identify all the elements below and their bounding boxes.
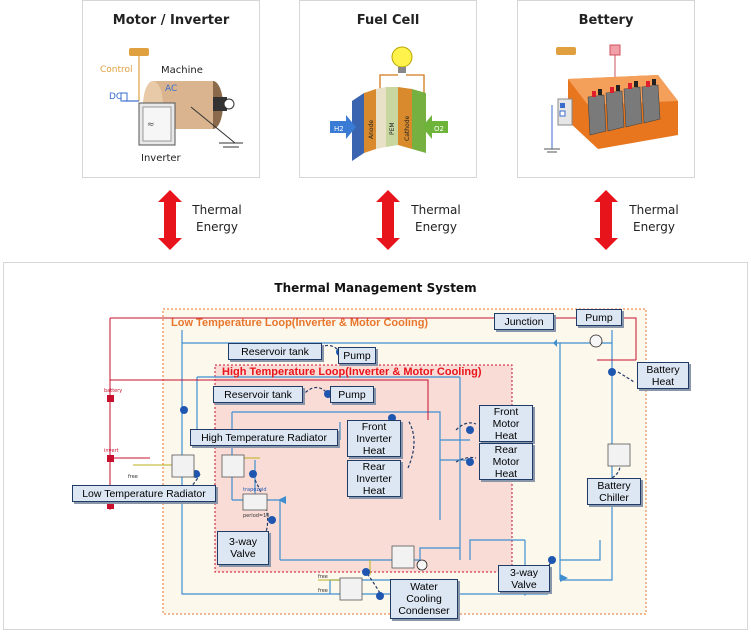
control-label: Control (100, 65, 133, 75)
thermal-left-line2: Energy (195, 220, 238, 234)
front-inverter-line3: Heat (362, 444, 386, 457)
condenser-line2: Cooling (406, 593, 442, 605)
svg-text:≈: ≈ (147, 120, 155, 130)
junction[interactable]: Junction (494, 313, 554, 330)
motor-inverter-title: Motor / Inverter (112, 13, 230, 28)
valve-right-line2: Valve (511, 578, 537, 591)
front-inverter-line2: Inverter (356, 432, 392, 445)
thermal-arrows (158, 190, 618, 250)
battery-illustration (544, 44, 678, 153)
battery-heat-line1: Battery (646, 363, 680, 376)
reservoir-tank-low[interactable]: Reservoir tank (228, 343, 322, 360)
o2-label: O2 (434, 125, 444, 133)
fuel-cell-panel: Fuel Cell H2 O2 Anode PEM Cathode (299, 0, 477, 178)
thermal-arrow-left (158, 190, 182, 250)
rear-inverter-line1: Rear (362, 460, 386, 473)
thermal-energy-right: Thermal Energy (624, 202, 684, 236)
rear-motor-line2: Motor (492, 455, 520, 468)
thermal-right-line2: Energy (632, 220, 675, 234)
dc-label: DC (109, 92, 122, 102)
ac-label: AC (165, 84, 177, 94)
condenser-line3: Condenser (398, 605, 450, 617)
thermal-energy-middle: Thermal Energy (406, 202, 466, 236)
inverter-label: Inverter (141, 153, 182, 164)
high-temp-loop-label: High Temperature Loop(Inverter & Motor C… (222, 366, 482, 378)
thermal-right-line1: Thermal (629, 203, 679, 217)
thermal-arrow-right (594, 190, 618, 250)
thermal-left-line1: Thermal (192, 203, 242, 217)
battery-heat-line2: Heat (651, 375, 675, 388)
front-inverter-line1: Front (361, 420, 387, 433)
pump-high[interactable]: Pump (330, 386, 374, 403)
low-temp-loop-label: Low Temperature Loop(Inverter & Motor Co… (171, 317, 429, 329)
fuel-cell-illustration: H2 O2 Anode PEM Cathode (330, 46, 448, 161)
fuel-cell-title: Fuel Cell (356, 13, 420, 28)
pump-right[interactable]: Pump (576, 309, 622, 326)
rear-inverter-line3: Heat (362, 484, 386, 497)
thermal-arrow-middle (376, 190, 400, 250)
valve-right-line1: 3-way (509, 566, 538, 579)
rear-motor-line3: Heat (494, 467, 518, 480)
battery-title: Bettery (578, 13, 634, 28)
high-temperature-radiator[interactable]: High Temperature Radiator (190, 429, 338, 446)
motor-inverter-panel: Motor / Inverter ≈ Control DC AC Machine… (82, 0, 260, 178)
pem-label: PEM (389, 122, 396, 135)
front-motor-line3: Heat (494, 429, 518, 442)
machine-label: Machine (161, 65, 203, 76)
battery-chiller-line2: Chiller (599, 491, 629, 504)
anode-label: Anode (368, 120, 375, 139)
thermal-middle-line1: Thermal (411, 203, 461, 217)
front-motor-line2: Motor (492, 417, 520, 430)
valve-left-line2: Valve (230, 548, 256, 560)
low-temperature-radiator[interactable]: Low Temperature Radiator (72, 485, 216, 502)
battery-panel: Bettery (517, 0, 695, 178)
front-motor-line1: Front (493, 405, 519, 418)
h2-label: H2 (334, 125, 344, 133)
pump-low[interactable]: Pump (338, 347, 376, 364)
valve-left-line1: 3-way (228, 536, 257, 548)
thermal-energy-left: Thermal Energy (187, 202, 247, 236)
battery-chiller-line1: Battery (597, 479, 631, 492)
thermal-middle-line2: Energy (414, 220, 457, 234)
rear-inverter-line2: Inverter (356, 472, 392, 485)
rear-motor-line1: Rear (494, 443, 518, 456)
reservoir-tank-high[interactable]: Reservoir tank (213, 386, 303, 403)
condenser-line1: Water (410, 581, 438, 593)
cathode-label: Cathode (404, 115, 411, 141)
motor-inverter-illustration: ≈ Control DC AC Machine Inverter (100, 48, 243, 164)
tms-title: Thermal Management System (274, 281, 477, 295)
